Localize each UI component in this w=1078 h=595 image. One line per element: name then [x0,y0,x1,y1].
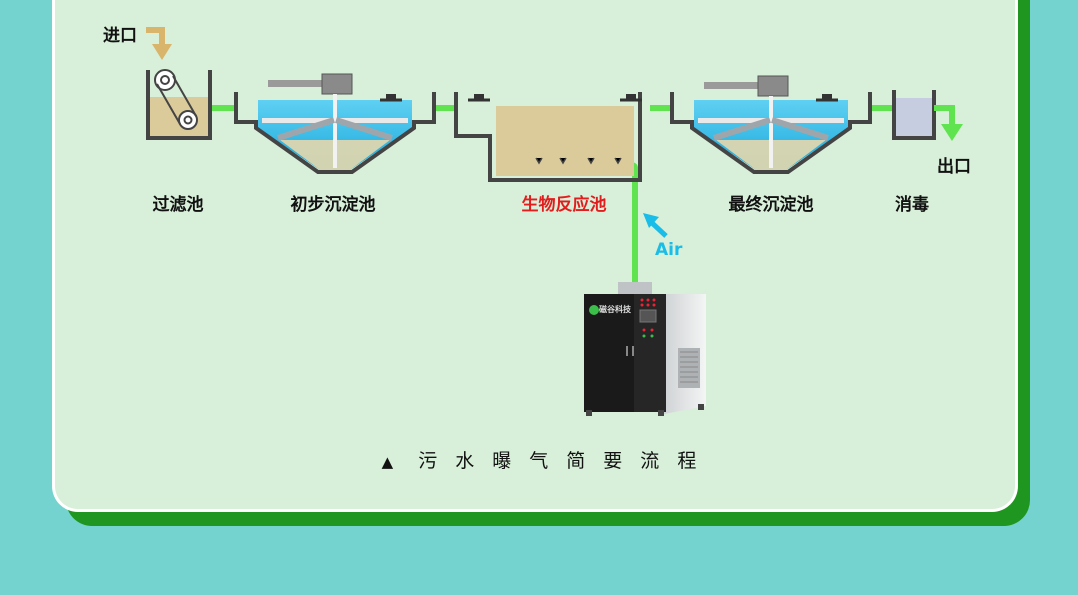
inlet-arrow [146,27,172,60]
final-sedimentation-tank [670,75,872,174]
diagram-caption: ▲ 污水曝气简要流程 [0,446,1078,473]
disinfection-tank [892,90,936,140]
caption-char: 简 [566,450,586,472]
caption-char: 要 [603,450,623,472]
caption-char: 气 [529,450,549,472]
caption-triangle: ▲ [381,453,394,471]
bio-reactor-tank [454,92,642,182]
blower-machine [584,282,706,416]
disinfection-label: 消毒 [895,195,929,215]
caption-char: 污 [418,450,438,472]
outlet-arrow [934,105,963,141]
air-arrow [643,213,668,238]
filter-tank [146,69,212,140]
caption-char: 曝 [492,450,512,472]
air-label: Air [655,240,683,260]
outlet-label: 出口 [937,157,971,177]
caption-char: 水 [455,450,475,472]
diagram-card [52,0,1018,512]
caption-char: 流 [640,450,660,472]
filter-tank-label: 过滤池 [152,195,204,215]
caption-char: 程 [677,450,697,472]
machine-brand-label: 磁谷科技 [599,305,631,314]
final-sedimentation-label: 最终沉淀池 [728,195,814,215]
primary-sedimentation-tank [234,73,436,174]
inlet-label: 进口 [103,26,137,46]
bio-reactor-label: 生物反应池 [521,195,607,215]
primary-sedimentation-label: 初步沉淀池 [290,195,376,215]
